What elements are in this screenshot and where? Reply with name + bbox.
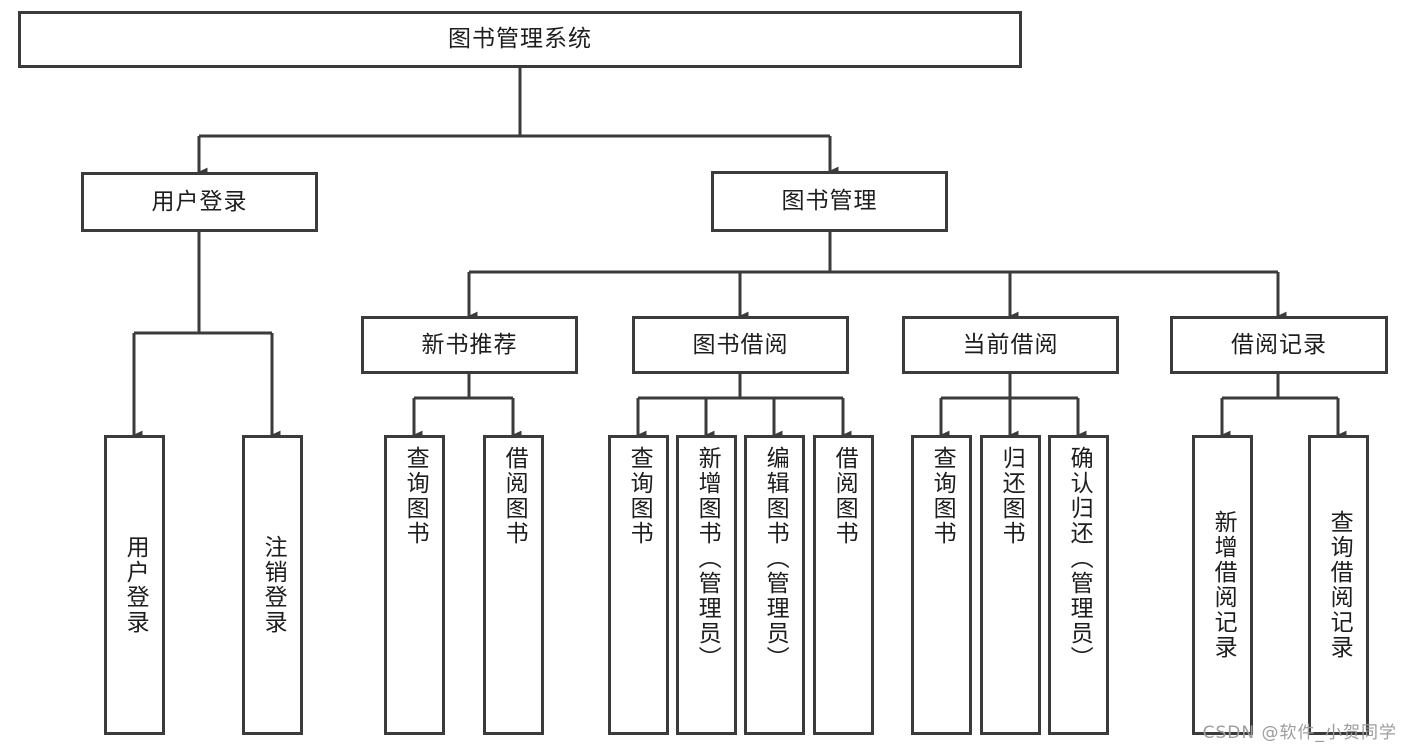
node-current-borrow[interactable]: 当前借阅 xyxy=(902,316,1119,374)
node-leaf-borrow-book-a[interactable]: 借阅图书 xyxy=(483,435,544,735)
node-root[interactable]: 图书管理系统 xyxy=(18,11,1022,68)
node-leaf-user-login[interactable]: 用户登录 xyxy=(104,435,165,735)
node-current-borrow-label: 当前借阅 xyxy=(962,331,1059,358)
node-leaf-user-logout[interactable]: 注销登录 xyxy=(242,435,303,735)
node-leaf-edit-book[interactable]: 编辑图书（管理员） xyxy=(744,435,805,735)
node-leaf-query-book-c[interactable]: 查询图书 xyxy=(911,435,972,735)
node-new-book-recommend[interactable]: 新书推荐 xyxy=(361,316,578,374)
node-leaf-add-record[interactable]: 新增借阅记录 xyxy=(1192,435,1253,735)
node-leaf-query-book-b[interactable]: 查询图书 xyxy=(608,435,669,735)
node-leaf-add-book-label: 新增图书（管理员） xyxy=(694,446,721,671)
node-book-management[interactable]: 图书管理 xyxy=(711,171,948,232)
node-leaf-add-record-label: 新增借阅记录 xyxy=(1210,510,1237,660)
node-leaf-user-login-label: 用户登录 xyxy=(122,535,149,635)
node-leaf-borrow-book-b-label: 借阅图书 xyxy=(831,446,858,546)
node-user-login[interactable]: 用户登录 xyxy=(81,172,318,232)
node-leaf-query-book-a[interactable]: 查询图书 xyxy=(384,435,445,735)
node-leaf-query-book-c-label: 查询图书 xyxy=(929,446,956,546)
node-book-borrow[interactable]: 图书借阅 xyxy=(632,316,849,374)
node-book-borrow-label: 图书借阅 xyxy=(692,331,789,358)
node-borrow-record[interactable]: 借阅记录 xyxy=(1170,316,1388,374)
node-leaf-query-record-label: 查询借阅记录 xyxy=(1326,510,1353,660)
node-borrow-record-label: 借阅记录 xyxy=(1231,331,1327,358)
node-leaf-user-logout-label: 注销登录 xyxy=(260,535,287,635)
node-leaf-confirm-return-label: 确认归还（管理员） xyxy=(1066,446,1093,671)
node-root-label: 图书管理系统 xyxy=(448,26,592,53)
node-leaf-borrow-book-b[interactable]: 借阅图书 xyxy=(813,435,874,735)
node-leaf-return-book-label: 归还图书 xyxy=(998,446,1025,546)
node-leaf-add-book[interactable]: 新增图书（管理员） xyxy=(676,435,737,735)
node-leaf-query-book-b-label: 查询图书 xyxy=(626,446,653,546)
node-book-management-label: 图书管理 xyxy=(781,188,878,215)
watermark: CSDN @软件_小贺同学 xyxy=(1202,723,1397,743)
node-leaf-query-book-a-label: 查询图书 xyxy=(402,446,429,546)
node-user-login-label: 用户登录 xyxy=(151,188,248,215)
node-new-book-recommend-label: 新书推荐 xyxy=(421,331,518,358)
node-leaf-borrow-book-a-label: 借阅图书 xyxy=(501,446,528,546)
node-leaf-return-book[interactable]: 归还图书 xyxy=(980,435,1041,735)
node-leaf-edit-book-label: 编辑图书（管理员） xyxy=(762,446,789,671)
node-leaf-query-record[interactable]: 查询借阅记录 xyxy=(1308,435,1369,735)
node-leaf-confirm-return[interactable]: 确认归还（管理员） xyxy=(1048,435,1109,735)
